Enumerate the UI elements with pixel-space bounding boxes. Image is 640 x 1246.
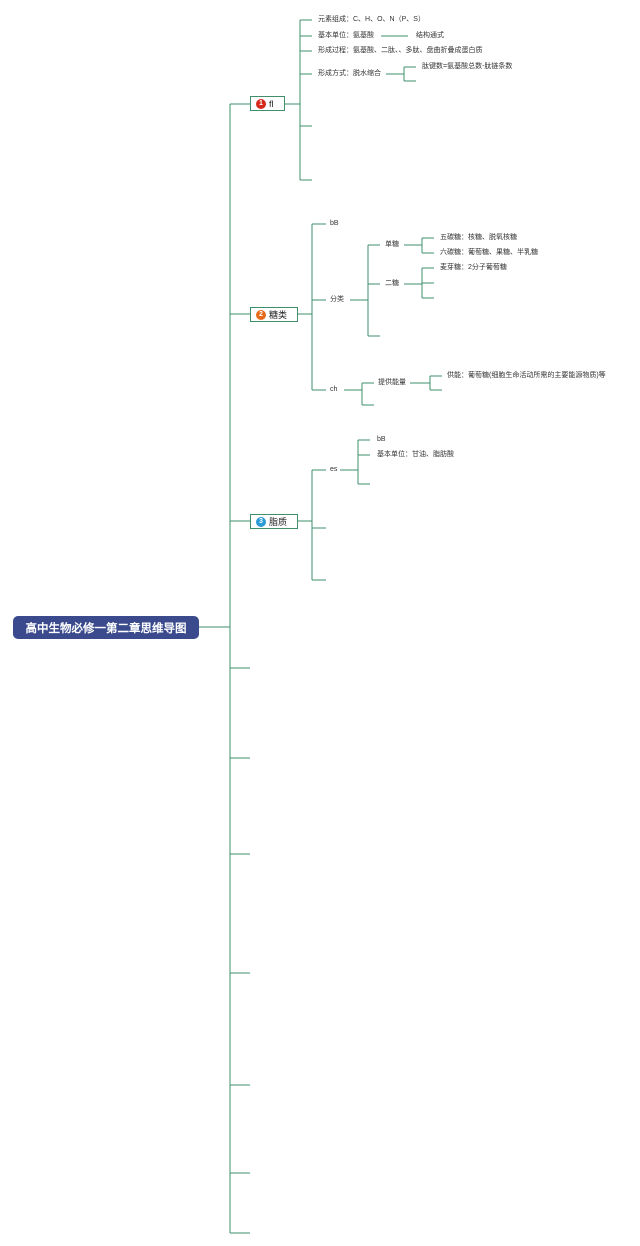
number-badge-2: 2 xyxy=(256,309,266,320)
node-lipid-bb[interactable]: bB xyxy=(377,436,386,443)
node-formation-process[interactable]: 形成过程：氨基酸、二肽、、多肽、盘曲折叠成蛋白质 xyxy=(318,47,483,54)
node-basic-unit[interactable]: 基本单位：氨基酸 xyxy=(318,32,374,39)
node-lipid-basic-unit[interactable]: 基本单位：甘油、脂肪酸 xyxy=(377,451,454,458)
root-node[interactable]: 高中生物必修一第二章思维导图 xyxy=(13,616,199,639)
number-badge-1: 1 xyxy=(256,98,266,109)
branch-node-lipid[interactable]: 3 脂质 xyxy=(250,514,298,529)
node-hexose[interactable]: 六碳糖：葡萄糖、果糖、半乳糖 xyxy=(440,249,538,256)
node-provide-energy[interactable]: 提供能量 xyxy=(378,379,406,386)
node-formation-method[interactable]: 形成方式：脱水缩合 xyxy=(318,70,381,77)
branch-label: 糖类 xyxy=(269,310,288,320)
node-disaccharide[interactable]: 二糖 xyxy=(385,280,399,287)
node-peptide-bond-count[interactable]: 肽键数=氨基酸总数-肽链条数 xyxy=(422,63,513,70)
branch-label: 脂质 xyxy=(269,517,288,527)
node-classification[interactable]: 分类 xyxy=(330,296,344,303)
branch-node-sugar[interactable]: 2 糖类 xyxy=(250,307,298,322)
node-energy-supply[interactable]: 供能：葡萄糖(细胞生命活动所需的主要能源物质)等 xyxy=(447,372,606,379)
node-monosaccharide[interactable]: 单糖 xyxy=(385,241,399,248)
number-badge-3: 3 xyxy=(256,516,266,527)
node-bb[interactable]: bB xyxy=(330,220,339,227)
node-maltose[interactable]: 麦芽糖：2分子葡萄糖 xyxy=(440,264,507,271)
node-pentose[interactable]: 五碳糖：核糖、脱氧核糖 xyxy=(440,234,517,241)
branch-node-protein[interactable]: 1 fl xyxy=(250,96,285,111)
node-structure-formula[interactable]: 结构通式 xyxy=(416,32,444,39)
node-elements[interactable]: 元素组成：C、H、O、N（P、S） xyxy=(318,16,425,23)
branch-label: fl xyxy=(269,98,274,109)
node-ch[interactable]: ch xyxy=(330,386,338,393)
node-es[interactable]: es xyxy=(330,466,338,473)
